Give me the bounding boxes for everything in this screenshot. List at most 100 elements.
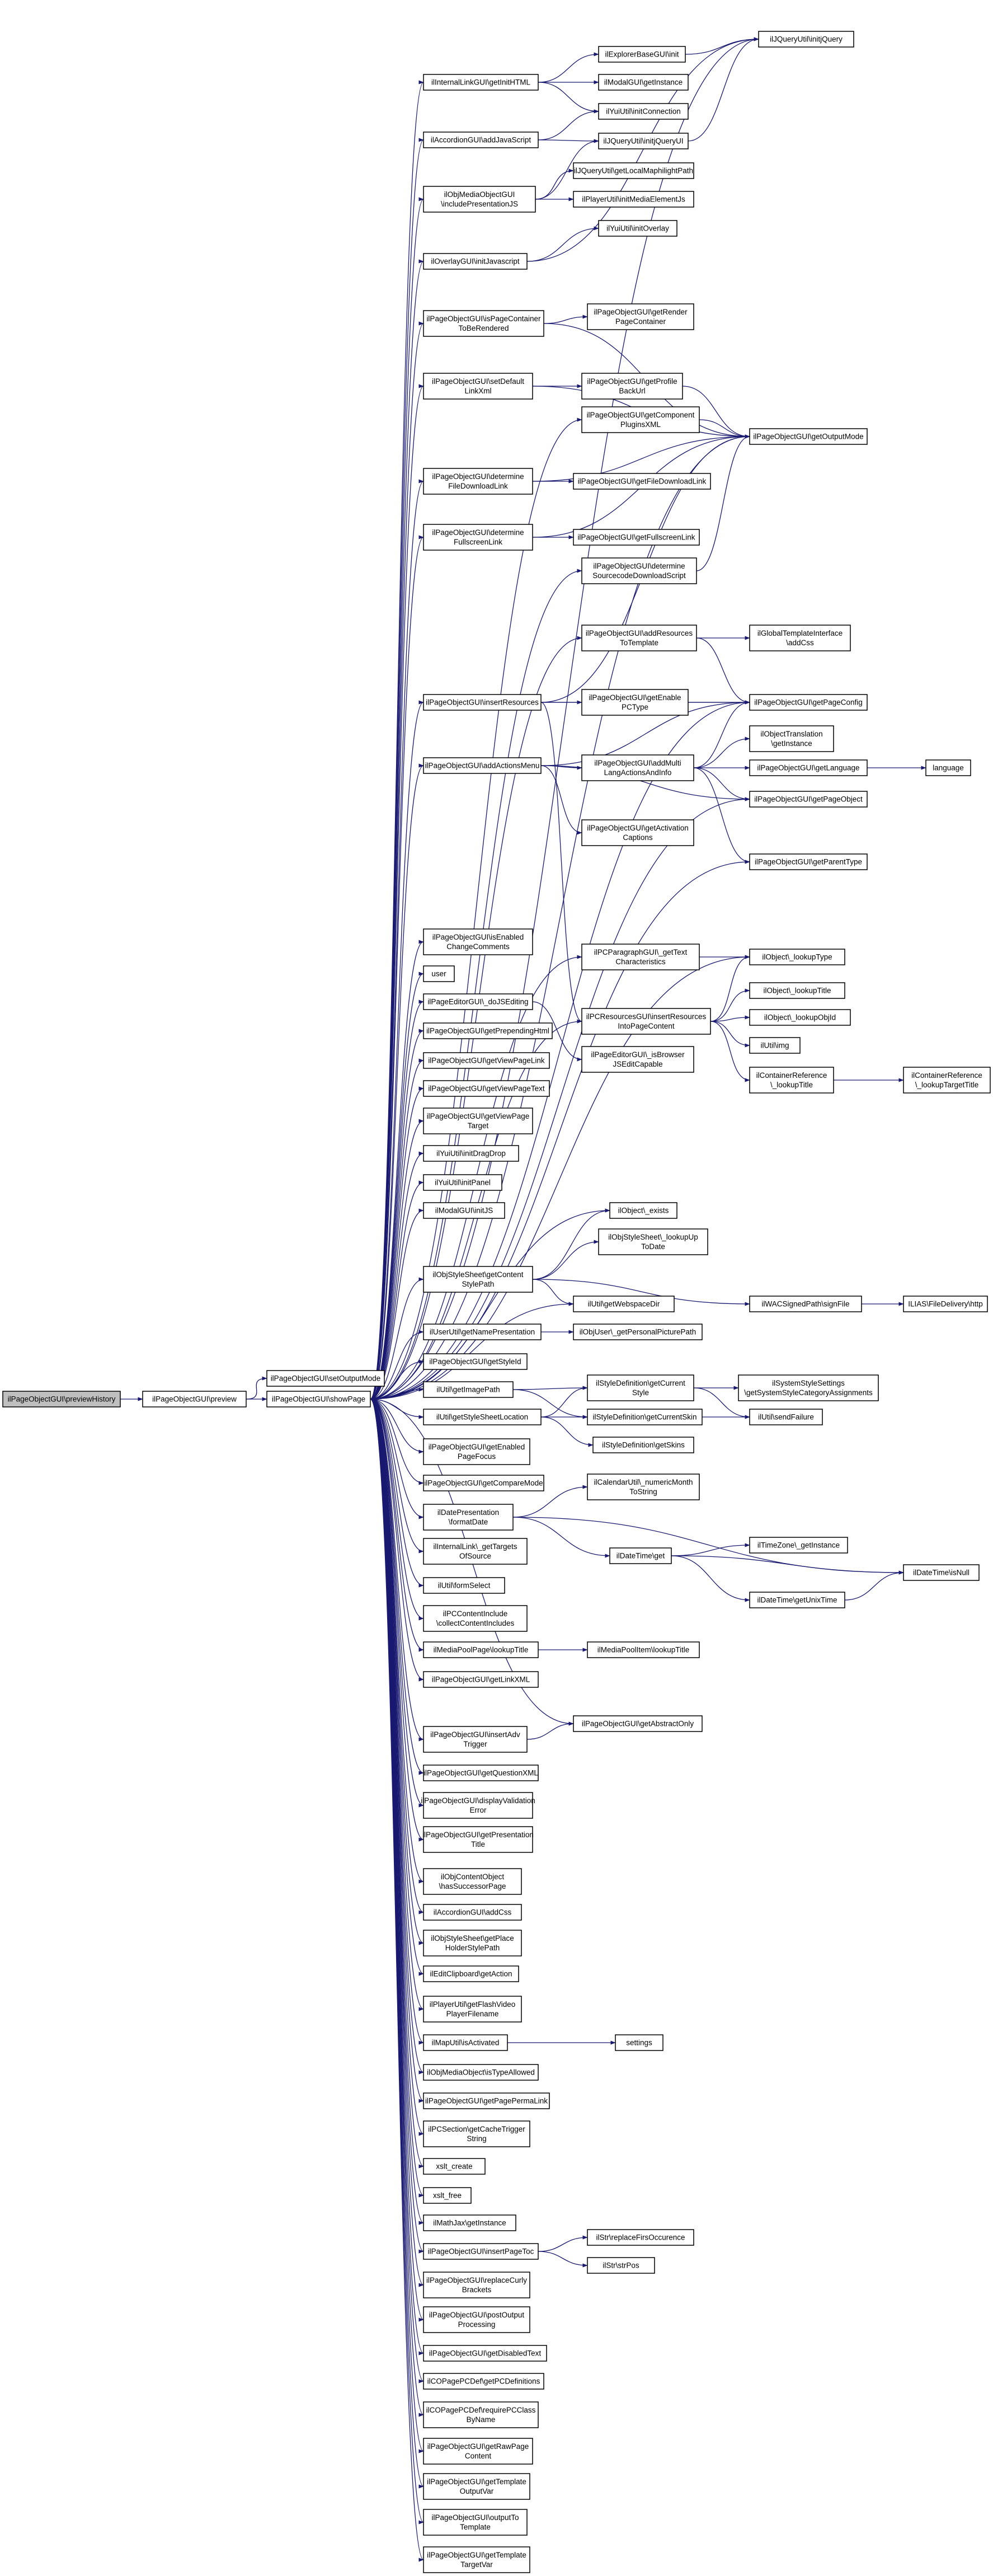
node-getAbstractOnly[interactable]: ilPageObjectGUI\getAbstractOnly	[573, 1715, 703, 1732]
node-modalInitJS[interactable]: ilModalGUI\initJS	[423, 1202, 505, 1219]
node-isTypeAllowed[interactable]: ilObjMediaObject\isTypeAllowed	[423, 2064, 539, 2081]
node-jqueryUI[interactable]: ilJQueryUtil\initjQueryUI	[598, 133, 689, 149]
node-getViewPageLink[interactable]: ilPageObjectGUI\getViewPageLink	[423, 1052, 550, 1069]
node-preview[interactable]: ilPageObjectGUI\preview	[142, 1391, 247, 1407]
node-formSelect[interactable]: ilUtil\formSelect	[423, 1577, 505, 1594]
node-dateTimeGet[interactable]: ilDateTime\get	[609, 1547, 672, 1564]
node-getLinkXML[interactable]: ilPageObjectGUI\getLinkXML	[423, 1671, 539, 1688]
node-mapIsActivated[interactable]: ilMapUtil\isActivated	[423, 2034, 508, 2051]
node-addMultiLangActionsAndInfo[interactable]: ilPageObjectGUI\addMultiLangActionsAndIn…	[581, 754, 694, 781]
node-strPos[interactable]: ilStr\strPos	[587, 2257, 655, 2274]
node-getPageObject[interactable]: ilPageObjectGUI\getPageObject	[749, 791, 868, 808]
node-insertResourcesIntoPageContent[interactable]: ilPCResourcesGUI\insertResourcesIntoPage…	[581, 1008, 711, 1035]
node-playerMediaElement[interactable]: ilPlayerUtil\initMediaElementJs	[573, 191, 694, 208]
node-determineFileDownloadLink[interactable]: ilPageObjectGUI\determineFileDownloadLin…	[423, 468, 533, 495]
node-getCompareMode[interactable]: ilPageObjectGUI\getCompareMode	[423, 1475, 544, 1491]
node-containerRefLookupTitle[interactable]: ilContainerReference\_lookupTitle	[749, 1067, 834, 1094]
node-getViewPageText[interactable]: ilPageObjectGUI\getViewPageText	[423, 1080, 550, 1097]
node-getPageConfig[interactable]: ilPageObjectGUI\getPageConfig	[749, 694, 868, 711]
node-internalLinkInitHTML[interactable]: ilInternalLinkGUI\getInitHTML	[423, 74, 539, 91]
node-dateTimeIsNull[interactable]: ilDateTime\isNull	[903, 1564, 980, 1581]
node-utilImg[interactable]: ilUtil\img	[749, 1037, 801, 1054]
node-insertPageToc[interactable]: ilPageObjectGUI\insertPageToc	[423, 2243, 539, 2260]
node-mathJaxGetInstance[interactable]: ilMathJax\getInstance	[423, 2214, 516, 2231]
node-getUnixTime[interactable]: ilDateTime\getUnixTime	[749, 1592, 845, 1608]
node-utilSendFailure[interactable]: ilUtil\sendFailure	[749, 1409, 823, 1425]
node-lookupTitle[interactable]: ilObject\_lookupTitle	[749, 982, 845, 999]
node-jqueryInit[interactable]: ilJQueryUtil\initjQuery	[758, 31, 854, 48]
node-hasSuccessorPage[interactable]: ilObjContentObject\hasSuccessorPage	[423, 1868, 522, 1895]
node-getNamePresentation[interactable]: ilUserUtil\getNamePresentation	[423, 1324, 542, 1340]
node-yuiPanel[interactable]: ilYuiUtil\initPanel	[423, 1174, 502, 1191]
node-globalTemplateAddCss[interactable]: ilGlobalTemplateInterface\addCss	[749, 625, 851, 651]
node-getPagePermaLink[interactable]: ilPageObjectGUI\getPagePermaLink	[423, 2092, 550, 2109]
node-xsltFree[interactable]: xslt_free	[423, 2187, 472, 2204]
node-getQuestionXML[interactable]: ilPageObjectGUI\getQuestionXML	[423, 1765, 539, 1781]
node-addActionsMenu[interactable]: ilPageObjectGUI\addActionsMenu	[423, 757, 542, 774]
node-settings[interactable]: settings	[615, 2034, 663, 2051]
node-getOutputMode[interactable]: ilPageObjectGUI\getOutputMode	[749, 428, 868, 445]
node-getPersonalPicturePath[interactable]: ilObjUser\_getPersonalPicturePath	[573, 1324, 703, 1340]
node-getParentType[interactable]: ilPageObjectGUI\getParentType	[749, 853, 868, 870]
node-explorerInit[interactable]: ilExplorerBaseGUI\init	[598, 46, 686, 63]
node-accordionAddCss[interactable]: ilAccordionGUI\addCss	[423, 1904, 522, 1921]
node-getDisabledText[interactable]: ilPageObjectGUI\getDisabledText	[423, 2345, 547, 2362]
node-yuiConnection[interactable]: ilYuiUtil\initConnection	[598, 103, 689, 120]
node-getWebspaceDir[interactable]: ilUtil\getWebspaceDir	[573, 1296, 675, 1312]
node-clipboardGetAction[interactable]: ilEditClipboard\getAction	[423, 1965, 519, 1982]
node-xsltCreate[interactable]: xslt_create	[423, 2158, 486, 2175]
node-determineSourcecodeDownloadScript[interactable]: ilPageObjectGUI\determineSourcecodeDownl…	[581, 557, 697, 584]
node-language[interactable]: language	[925, 759, 971, 776]
node-fileDeliveryHttp[interactable]: ILIAS\FileDelivery\http	[903, 1296, 988, 1312]
node-getStyleSheetLocation[interactable]: ilUtil\getStyleSheetLocation	[423, 1409, 542, 1425]
node-systemStyleSettings[interactable]: ilSystemStyleSettings\getSystemStyleCate…	[738, 1374, 879, 1401]
node-getLanguage[interactable]: ilPageObjectGUI\getLanguage	[749, 759, 868, 776]
node-getFullscreenLink[interactable]: ilPageObjectGUI\getFullscreenLink	[573, 529, 700, 546]
node-user[interactable]: user	[423, 965, 455, 982]
node-showPage[interactable]: ilPageObjectGUI\showPage	[266, 1391, 371, 1407]
node-getPrependingHtml[interactable]: ilPageObjectGUI\getPrependingHtml	[423, 1022, 553, 1039]
node-setOutputMode[interactable]: ilPageObjectGUI\setOutputMode	[266, 1370, 385, 1387]
node-mediaPoolLookupTitle[interactable]: ilMediaPoolPage\lookupTitle	[423, 1641, 539, 1658]
node-objectTranslationGetInstance[interactable]: ilObjectTranslation\getInstance	[749, 725, 834, 752]
node-lookupType[interactable]: ilObject\_lookupType	[749, 949, 845, 965]
node-collectContentIncludes[interactable]: ilPCContentInclude\collectContentInclude…	[423, 1605, 528, 1632]
node-root[interactable]: ilPageObjectGUI\previewHistory	[2, 1391, 121, 1407]
node-yuiOverlay[interactable]: ilYuiUtil\initOverlay	[598, 220, 677, 237]
node-maphilight[interactable]: ilJQueryUtil\getLocalMaphilightPath	[573, 162, 694, 179]
node-accordionAddJs[interactable]: ilAccordionGUI\addJavaScript	[423, 132, 539, 148]
node-mediaObjIncludePres[interactable]: ilObjMediaObjectGUI\includePresentationJ…	[423, 186, 536, 213]
node-timeZoneGetInstance[interactable]: ilTimeZone\_getInstance	[749, 1537, 848, 1554]
node-signedPathSignFile[interactable]: ilWACSignedPath\signFile	[749, 1296, 862, 1312]
node-getSkins[interactable]: ilStyleDefinition\getSkins	[592, 1437, 694, 1453]
node-lookupObjId[interactable]: ilObject\_lookupObjId	[749, 1009, 851, 1026]
node-replaceFirsOccurence[interactable]: ilStr\replaceFirsOccurence	[587, 2229, 694, 2246]
